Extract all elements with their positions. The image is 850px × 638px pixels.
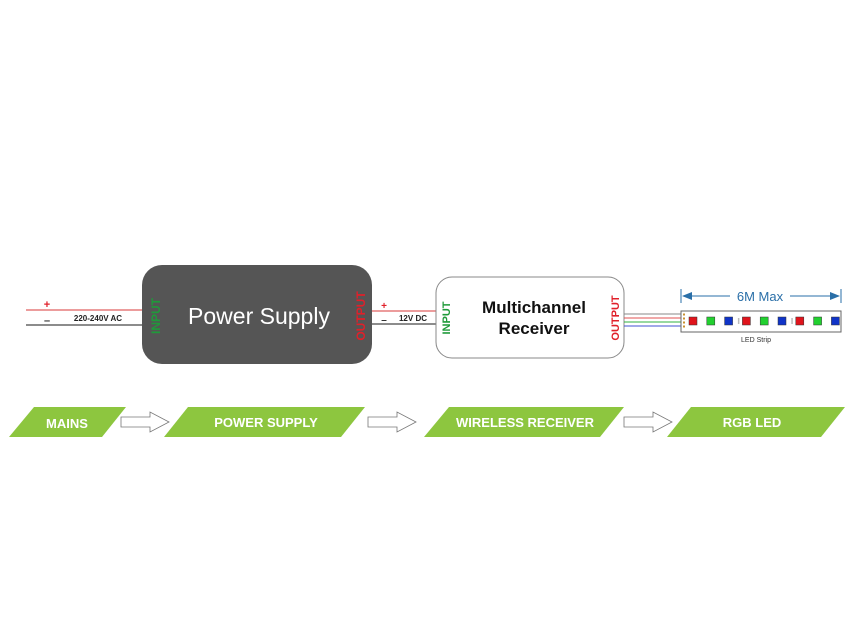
- dimension-arrow-right-icon: [830, 292, 840, 300]
- cut-mark: [791, 318, 793, 324]
- receiver-title-line2: Receiver: [499, 319, 570, 338]
- mains-plus-sign: +: [44, 299, 50, 311]
- flow-step-power-supply: POWER SUPPLY: [164, 407, 365, 437]
- receiver-output-label: OUTPUT: [610, 295, 622, 341]
- flow-step-rgb-led-label: RGB LED: [723, 415, 782, 430]
- flow-arrow-icon: [623, 411, 673, 433]
- led-strip-label: LED Strip: [741, 337, 771, 344]
- cut-mark: [737, 318, 740, 324]
- dimension-arrow-left-icon: [682, 292, 692, 300]
- led-group: [683, 313, 840, 328]
- led-red: [795, 316, 805, 326]
- flow-step-mains: MAINS: [9, 407, 126, 437]
- flow-arrow-1: [120, 411, 170, 433]
- connector-pin: [683, 313, 685, 316]
- flow-step-power-supply-shape: [164, 407, 365, 437]
- connector-pin: [683, 317, 685, 320]
- receiver-box: [435, 276, 625, 359]
- led-green: [813, 316, 822, 326]
- flow-step-mains-shape: [9, 407, 126, 437]
- dc-minus-sign: –: [381, 315, 387, 326]
- flow-arrow-2: [367, 411, 417, 433]
- flow-step-wireless-receiver: WIRELESS RECEIVER: [424, 407, 624, 437]
- power-supply-output-label: OUTPUT: [354, 291, 368, 341]
- led-red: [688, 316, 698, 326]
- led-blue: [724, 316, 733, 326]
- flow-step-mains-label: MAINS: [46, 416, 88, 431]
- mains-voltage-label: 220-240V AC: [74, 314, 122, 323]
- flow-arrow-3: [623, 411, 673, 433]
- led-strip-length-label: 6M Max: [737, 289, 784, 304]
- mains-minus-sign: –: [44, 315, 50, 327]
- flow-step-power-supply-label: POWER SUPPLY: [214, 415, 318, 430]
- receiver-input-label: INPUT: [441, 301, 453, 334]
- led-blue: [777, 316, 787, 326]
- power-supply-box: [142, 265, 372, 364]
- receiver-title-line1: Multichannel: [482, 298, 586, 317]
- dc-plus-sign: +: [381, 301, 387, 312]
- power-supply-input-label: INPUT: [149, 297, 163, 334]
- power-supply-title: Power Supply: [188, 303, 330, 329]
- flow-step-wireless-receiver-shape: [424, 407, 624, 437]
- flow-step-rgb-led-shape: [667, 407, 845, 437]
- dc-voltage-label: 12V DC: [399, 314, 427, 323]
- led-green: [759, 316, 769, 326]
- flow-step-wireless-receiver-label: WIRELESS RECEIVER: [456, 415, 595, 430]
- flow-arrow-icon: [367, 411, 417, 433]
- connector-pin: [683, 321, 685, 324]
- led-red: [742, 316, 751, 326]
- led-green: [706, 316, 716, 326]
- flow-arrow-icon: [120, 411, 170, 433]
- connector-pin: [683, 325, 685, 328]
- flow-step-rgb-led: RGB LED: [667, 407, 845, 437]
- led-blue: [831, 316, 840, 326]
